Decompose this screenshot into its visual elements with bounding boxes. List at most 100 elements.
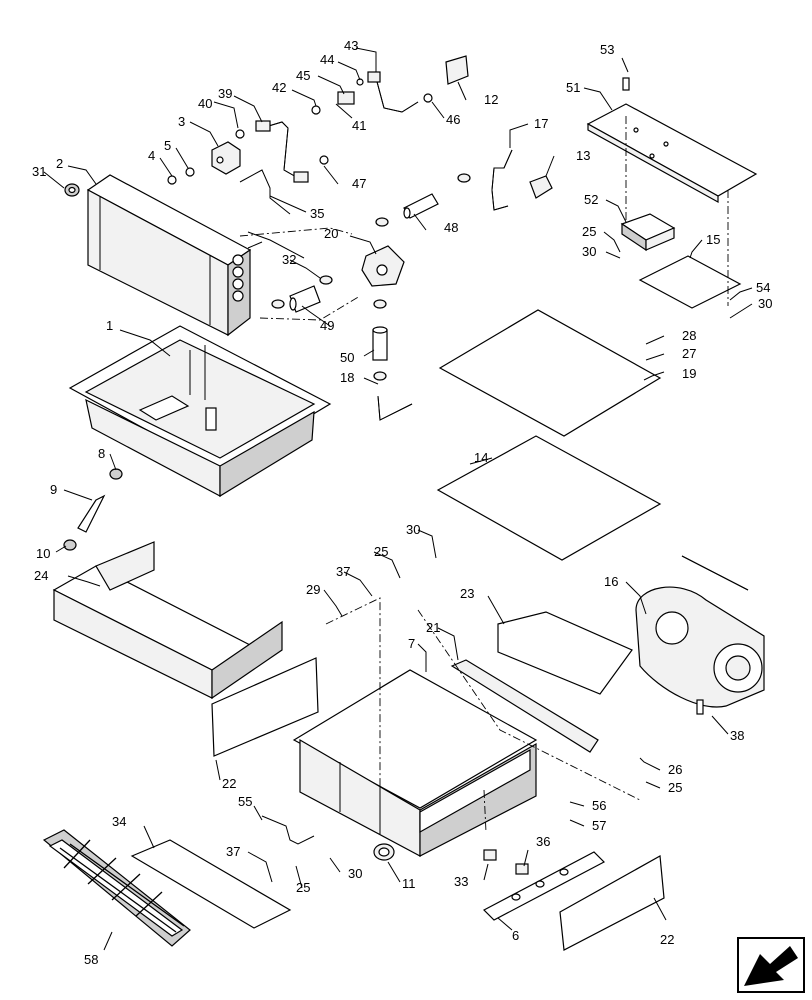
part-screw <box>622 77 630 91</box>
centerline <box>259 295 361 321</box>
callout-50: 50 <box>340 350 354 365</box>
callout-19: 19 <box>682 366 696 381</box>
part-clip <box>515 863 529 875</box>
leader-lines <box>43 47 753 951</box>
callout-18: 18 <box>340 370 354 385</box>
part-wire-harness <box>261 815 315 845</box>
part-module <box>620 213 676 252</box>
callout-42: 42 <box>272 80 286 95</box>
callout-34: 34 <box>112 814 126 829</box>
callout-49: 49 <box>320 318 334 333</box>
callout-54: 54 <box>756 280 770 295</box>
callout-33: 33 <box>454 874 468 889</box>
part-insulation-pad <box>211 657 319 757</box>
part-hose <box>372 326 388 361</box>
part-bracket <box>445 55 469 85</box>
callout-24: 24 <box>34 568 48 583</box>
callout-25b: 25 <box>374 544 388 559</box>
part-refrigerant-tube-upper <box>337 71 419 113</box>
centerline <box>483 789 487 833</box>
callout-6: 6 <box>512 928 519 943</box>
callout-52: 52 <box>584 192 598 207</box>
part-hose <box>289 285 321 313</box>
part-blower <box>635 555 765 708</box>
callout-21: 21 <box>426 620 440 635</box>
part-o-ring <box>311 105 321 115</box>
callout-25a: 25 <box>582 224 596 239</box>
callout-20: 20 <box>324 226 338 241</box>
callout-22a: 22 <box>222 776 236 791</box>
callout-12: 12 <box>484 92 498 107</box>
callout-30b: 30 <box>758 296 772 311</box>
part-o-ring <box>185 167 195 177</box>
callout-26: 26 <box>668 762 682 777</box>
callout-25c: 25 <box>668 780 682 795</box>
callout-30d: 30 <box>348 866 362 881</box>
part-heater-hose <box>491 149 513 211</box>
part-filter <box>130 839 292 929</box>
callout-1: 1 <box>106 318 113 333</box>
part-refrigerant-tube <box>255 120 309 183</box>
part-shroud <box>52 541 283 700</box>
part-o-ring <box>167 175 177 185</box>
part-elbow-hose <box>377 395 413 421</box>
callout-55: 55 <box>238 794 252 809</box>
part-o-ring <box>423 93 433 103</box>
part-mounting-plate <box>638 255 742 309</box>
callout-41: 41 <box>352 118 366 133</box>
callout-40: 40 <box>198 96 212 111</box>
callout-28: 28 <box>682 328 696 343</box>
callout-57: 57 <box>592 818 606 833</box>
callout-29: 29 <box>306 582 320 597</box>
callout-36: 36 <box>536 834 550 849</box>
callout-3: 3 <box>178 114 185 129</box>
callout-37b: 37 <box>226 844 240 859</box>
callout-38: 38 <box>730 728 744 743</box>
callout-13: 13 <box>576 148 590 163</box>
part-expansion-valve <box>211 141 241 175</box>
callout-27: 27 <box>682 346 696 361</box>
part-cover-plate <box>586 103 758 204</box>
callout-51: 51 <box>566 80 580 95</box>
callout-32: 32 <box>282 252 296 267</box>
part-housing-tray <box>68 325 332 498</box>
part-sensor-wire <box>239 169 291 215</box>
arrow-icon[interactable] <box>737 937 805 993</box>
callout-11: 11 <box>402 876 416 891</box>
part-hose <box>403 193 439 219</box>
callout-2: 2 <box>56 156 63 171</box>
part-evaporator-core <box>86 174 263 337</box>
callout-43: 43 <box>344 38 358 53</box>
callout-37a: 37 <box>336 564 350 579</box>
callout-44: 44 <box>320 52 334 67</box>
part-screw <box>696 699 704 715</box>
part-mounting-bar <box>483 851 605 921</box>
part-grommet <box>373 843 395 861</box>
callout-9: 9 <box>50 482 57 497</box>
callout-45: 45 <box>296 68 310 83</box>
callout-48: 48 <box>444 220 458 235</box>
part-hose-clamp <box>271 173 471 381</box>
callout-30a: 30 <box>582 244 596 259</box>
callout-25d: 25 <box>296 880 310 895</box>
part-grommet <box>64 183 80 197</box>
callout-35: 35 <box>310 206 324 221</box>
part-main-housing <box>292 669 538 857</box>
callout-4: 4 <box>148 148 155 163</box>
callout-15: 15 <box>706 232 720 247</box>
callout-39: 39 <box>218 86 232 101</box>
callout-30c: 30 <box>406 522 420 537</box>
part-strip <box>450 659 599 753</box>
part-panel <box>438 309 662 437</box>
part-grille <box>42 829 191 947</box>
part-insulation-pad <box>559 855 665 951</box>
callout-22b: 22 <box>660 932 674 947</box>
centerline <box>417 609 641 801</box>
callout-46: 46 <box>446 112 460 127</box>
callout-10: 10 <box>36 546 50 561</box>
callout-16: 16 <box>604 574 618 589</box>
centerline <box>325 597 381 790</box>
callout-58: 58 <box>84 952 98 967</box>
callout-17: 17 <box>534 116 548 131</box>
